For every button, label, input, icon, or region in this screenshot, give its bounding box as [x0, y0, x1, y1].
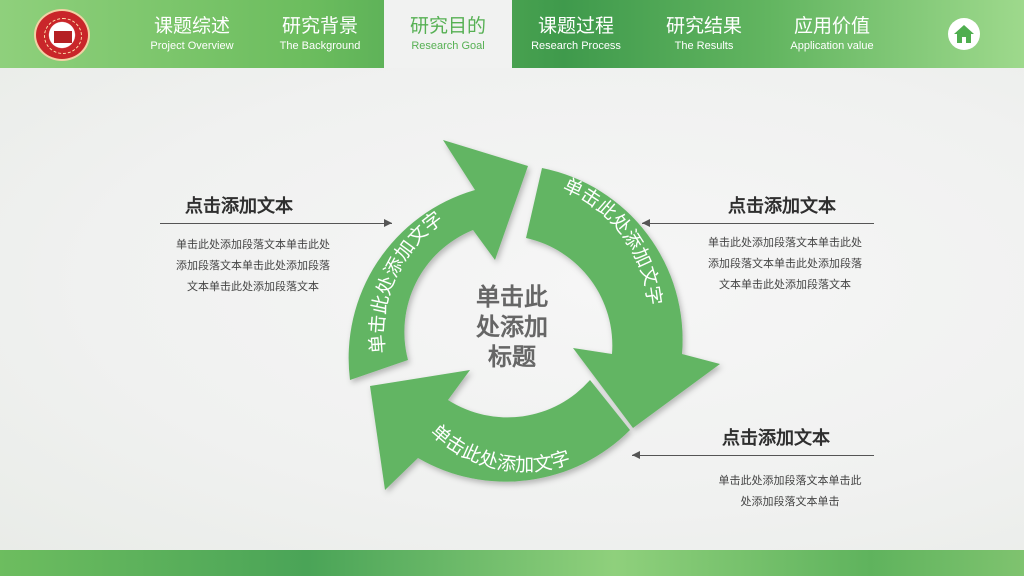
text-block-left-body[interactable]: 单击此处添加段落文本单击此处 添加段落文本单击此处添加段落 文本单击此处添加段落… — [162, 234, 344, 297]
home-icon — [954, 25, 974, 43]
cycle-diagram: 单击此处添加文字 单击此处添加文字 单击此处添加文字 — [348, 140, 720, 490]
cycle-arrow-right — [526, 168, 720, 428]
block-text-line: 文本单击此处添加段落文本 — [719, 278, 851, 291]
arrowhead-right-bottom — [632, 451, 640, 459]
logo-building — [54, 31, 72, 43]
school-logo — [34, 9, 90, 61]
block-text-line: 单击此处添加段落文本单击此 — [718, 474, 862, 487]
arrowhead-right-top — [642, 219, 650, 227]
block-title: 点击添加文本 — [728, 196, 836, 217]
center-title-line: 标题 — [488, 343, 536, 371]
nav-label-en: Project Overview — [150, 40, 234, 52]
nav-label-cn: 课题过程 — [537, 15, 614, 37]
text-block-right-top[interactable]: 点击添加文本 — [728, 192, 878, 218]
nav-label-en: Research Goal — [411, 40, 485, 52]
nav-item-research-goal[interactable]: 研究目的 Research Goal — [384, 0, 512, 68]
nav-label-cn: 研究目的 — [409, 15, 486, 37]
nav-item-process[interactable]: 课题过程 Research Process — [512, 0, 640, 68]
bottom-bar — [0, 550, 1024, 576]
cycle-arrow-left — [348, 140, 528, 380]
nav-item-results[interactable]: 研究结果 The Results — [640, 0, 768, 68]
connector-line-left — [160, 223, 392, 224]
center-title-line: 单击此 — [476, 283, 548, 311]
block-text-line: 添加段落文本单击此处添加段落 — [708, 257, 862, 270]
text-block-left[interactable]: 点击添加文本 — [165, 192, 360, 218]
nav-label-en: The Background — [279, 40, 361, 52]
nav-label-en: Research Process — [531, 40, 621, 52]
connector-line-right-bottom — [632, 455, 874, 456]
nav-label-cn: 课题综述 — [153, 15, 230, 37]
logo-ring — [44, 18, 82, 54]
nav-label-cn: 应用价值 — [793, 15, 870, 37]
nav-menu: 课题综述 Project Overview 研究背景 The Backgroun… — [128, 0, 896, 68]
center-title[interactable]: 单击此 处添加 标题 — [462, 282, 562, 372]
nav-item-application[interactable]: 应用价值 Application value — [768, 0, 896, 68]
nav-label-en: Application value — [790, 40, 874, 52]
block-text-line: 处添加段落文本单击 — [740, 495, 840, 508]
nav-item-background[interactable]: 研究背景 The Background — [256, 0, 384, 68]
text-block-right-bottom-body[interactable]: 单击此处添加段落文本单击此 处添加段落文本单击 — [704, 470, 876, 512]
connector-line-right-top — [642, 223, 874, 224]
nav-label-en: The Results — [674, 40, 734, 52]
block-text-line: 单击此处添加段落文本单击此处 — [708, 236, 862, 249]
block-text-line: 文本单击此处添加段落文本 — [187, 280, 319, 293]
nav-label-cn: 研究背景 — [281, 15, 358, 37]
nav-label-cn: 研究结果 — [665, 15, 742, 37]
arrowhead-left — [384, 219, 392, 227]
block-title: 点击添加文本 — [185, 196, 293, 217]
cycle-arrow-bottom — [370, 370, 630, 490]
nav-item-overview[interactable]: 课题综述 Project Overview — [128, 0, 256, 68]
block-title: 点击添加文本 — [722, 428, 830, 449]
top-nav-bar: 课题综述 Project Overview 研究背景 The Backgroun… — [0, 0, 1024, 68]
text-block-right-bottom[interactable]: 点击添加文本 — [722, 424, 872, 450]
text-block-right-top-body[interactable]: 单击此处添加段落文本单击此处 添加段落文本单击此处添加段落 文本单击此处添加段落… — [694, 232, 876, 295]
home-button[interactable] — [948, 18, 980, 50]
block-text-line: 单击此处添加段落文本单击此处 — [176, 238, 330, 251]
center-title-line: 处添加 — [476, 313, 548, 341]
block-text-line: 添加段落文本单击此处添加段落 — [176, 259, 330, 272]
